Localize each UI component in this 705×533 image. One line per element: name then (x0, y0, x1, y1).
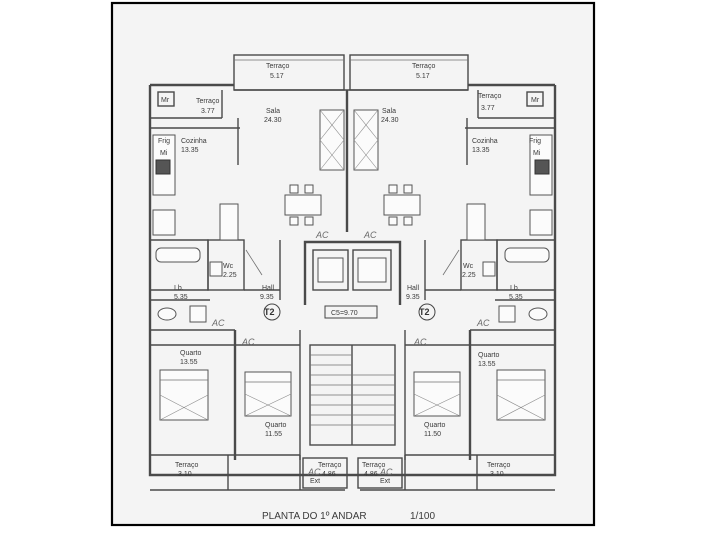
ac-mark: AC (476, 318, 490, 328)
left-sala-area: 24.30 (264, 117, 282, 124)
ac-mark: AC (363, 230, 377, 240)
left-terraco-corner-area: 3.77 (201, 108, 215, 115)
annotation-marks: AC AC AC AC AC AC AC AC Ext Ext T2 T2 C5… (211, 230, 490, 485)
right-terraco-bottom-area: 3.10 (490, 471, 504, 478)
left-hall-area: 9.35 (260, 294, 274, 301)
ac-mark: AC (315, 230, 329, 240)
left-wc-name: Wc (223, 263, 234, 270)
left-quarto-small-name: Quarto (265, 422, 287, 429)
right-ib-area: 5.35 (509, 294, 523, 301)
ac-mark: AC (379, 467, 393, 477)
ac-mark: AC (241, 337, 255, 347)
right-sala-name: Sala (382, 108, 396, 115)
left-mi-label: Mi (160, 150, 168, 157)
right-quarto-small-area: 11.50 (424, 431, 441, 438)
left-hall-name: Hall (262, 285, 275, 292)
left-sala-name: Sala (266, 108, 280, 115)
right-t2-mark: T2 (419, 307, 430, 317)
left-quarto-big-area: 13.55 (180, 359, 198, 366)
right-terraco-top-area: 5.17 (416, 73, 430, 80)
right-cozinha-area: 13.35 (472, 147, 490, 154)
core-label: C5=9.70 (331, 310, 358, 317)
right-cozinha-name: Cozinha (472, 138, 498, 145)
right-unit-labels: Terraço 5.17 Mr Terraço 3.77 Sala 24.30 … (362, 63, 541, 478)
left-terraco-center-area: 4.86 (322, 471, 336, 478)
left-wc-area: 2.25 (223, 272, 237, 279)
left-terraco-bottom-area: 3.10 (178, 471, 192, 478)
right-sala-area: 24.30 (381, 117, 399, 124)
right-hall-area: 9.35 (406, 294, 420, 301)
central-core (263, 240, 436, 489)
right-hall-name: Hall (407, 285, 420, 292)
plan-title: PLANTA DO 1º ANDAR (262, 511, 367, 522)
ac-mark: AC (211, 318, 225, 328)
left-terraco-top-area: 5.17 (270, 73, 284, 80)
plan-scale: 1/100 (410, 511, 435, 522)
right-quarto-small-name: Quarto (424, 422, 446, 429)
right-wc-name: Wc (463, 263, 474, 270)
right-wc-area: 2.25 (462, 272, 476, 279)
left-unit-labels: Terraço 5.17 Mr Terraço 3.77 Sala 24.30 … (158, 63, 341, 478)
left-frig-label: Frig (158, 138, 170, 145)
left-ib-name: I.b. (174, 285, 184, 292)
left-mr-label: Mr (161, 97, 170, 104)
right-frig-label: Frig (529, 138, 541, 145)
right-mi-label: Mi (533, 150, 541, 157)
left-cozinha-area: 13.35 (181, 147, 199, 154)
left-terraco-top-name: Terraço (266, 63, 289, 70)
left-quarto-big-name: Quarto (180, 350, 202, 357)
right-terraco-center-area: 4.86 (364, 471, 378, 478)
ext-mark: Ext (310, 478, 320, 485)
right-terraco-corner-name: Terraço (478, 93, 501, 100)
left-ib-area: 5.35 (174, 294, 188, 301)
right-terraco-center-name: Terraço (362, 462, 385, 469)
left-terraco-center-name: Terraço (318, 462, 341, 469)
left-quarto-small-area: 11.55 (265, 431, 282, 438)
left-t2-mark: T2 (264, 307, 275, 317)
right-terraco-top-name: Terraço (412, 63, 435, 70)
right-mr-label: Mr (531, 97, 540, 104)
ac-mark: AC (307, 467, 321, 477)
right-terraco-bottom-name: Terraço (487, 462, 510, 469)
right-terraco-corner-area: 3.77 (481, 105, 495, 112)
right-quarto-big-area: 13.55 (478, 361, 496, 368)
building-outline (148, 54, 557, 477)
left-terraco-bottom-name: Terraço (175, 462, 198, 469)
right-ib-name: I.b. (510, 285, 520, 292)
left-terraco-corner-name: Terraço (196, 98, 219, 105)
right-quarto-big-name: Quarto (478, 352, 500, 359)
left-cozinha-name: Cozinha (181, 138, 207, 145)
ac-mark: AC (413, 337, 427, 347)
ext-mark: Ext (380, 478, 390, 485)
left-unit (150, 109, 345, 491)
right-unit (353, 109, 555, 491)
